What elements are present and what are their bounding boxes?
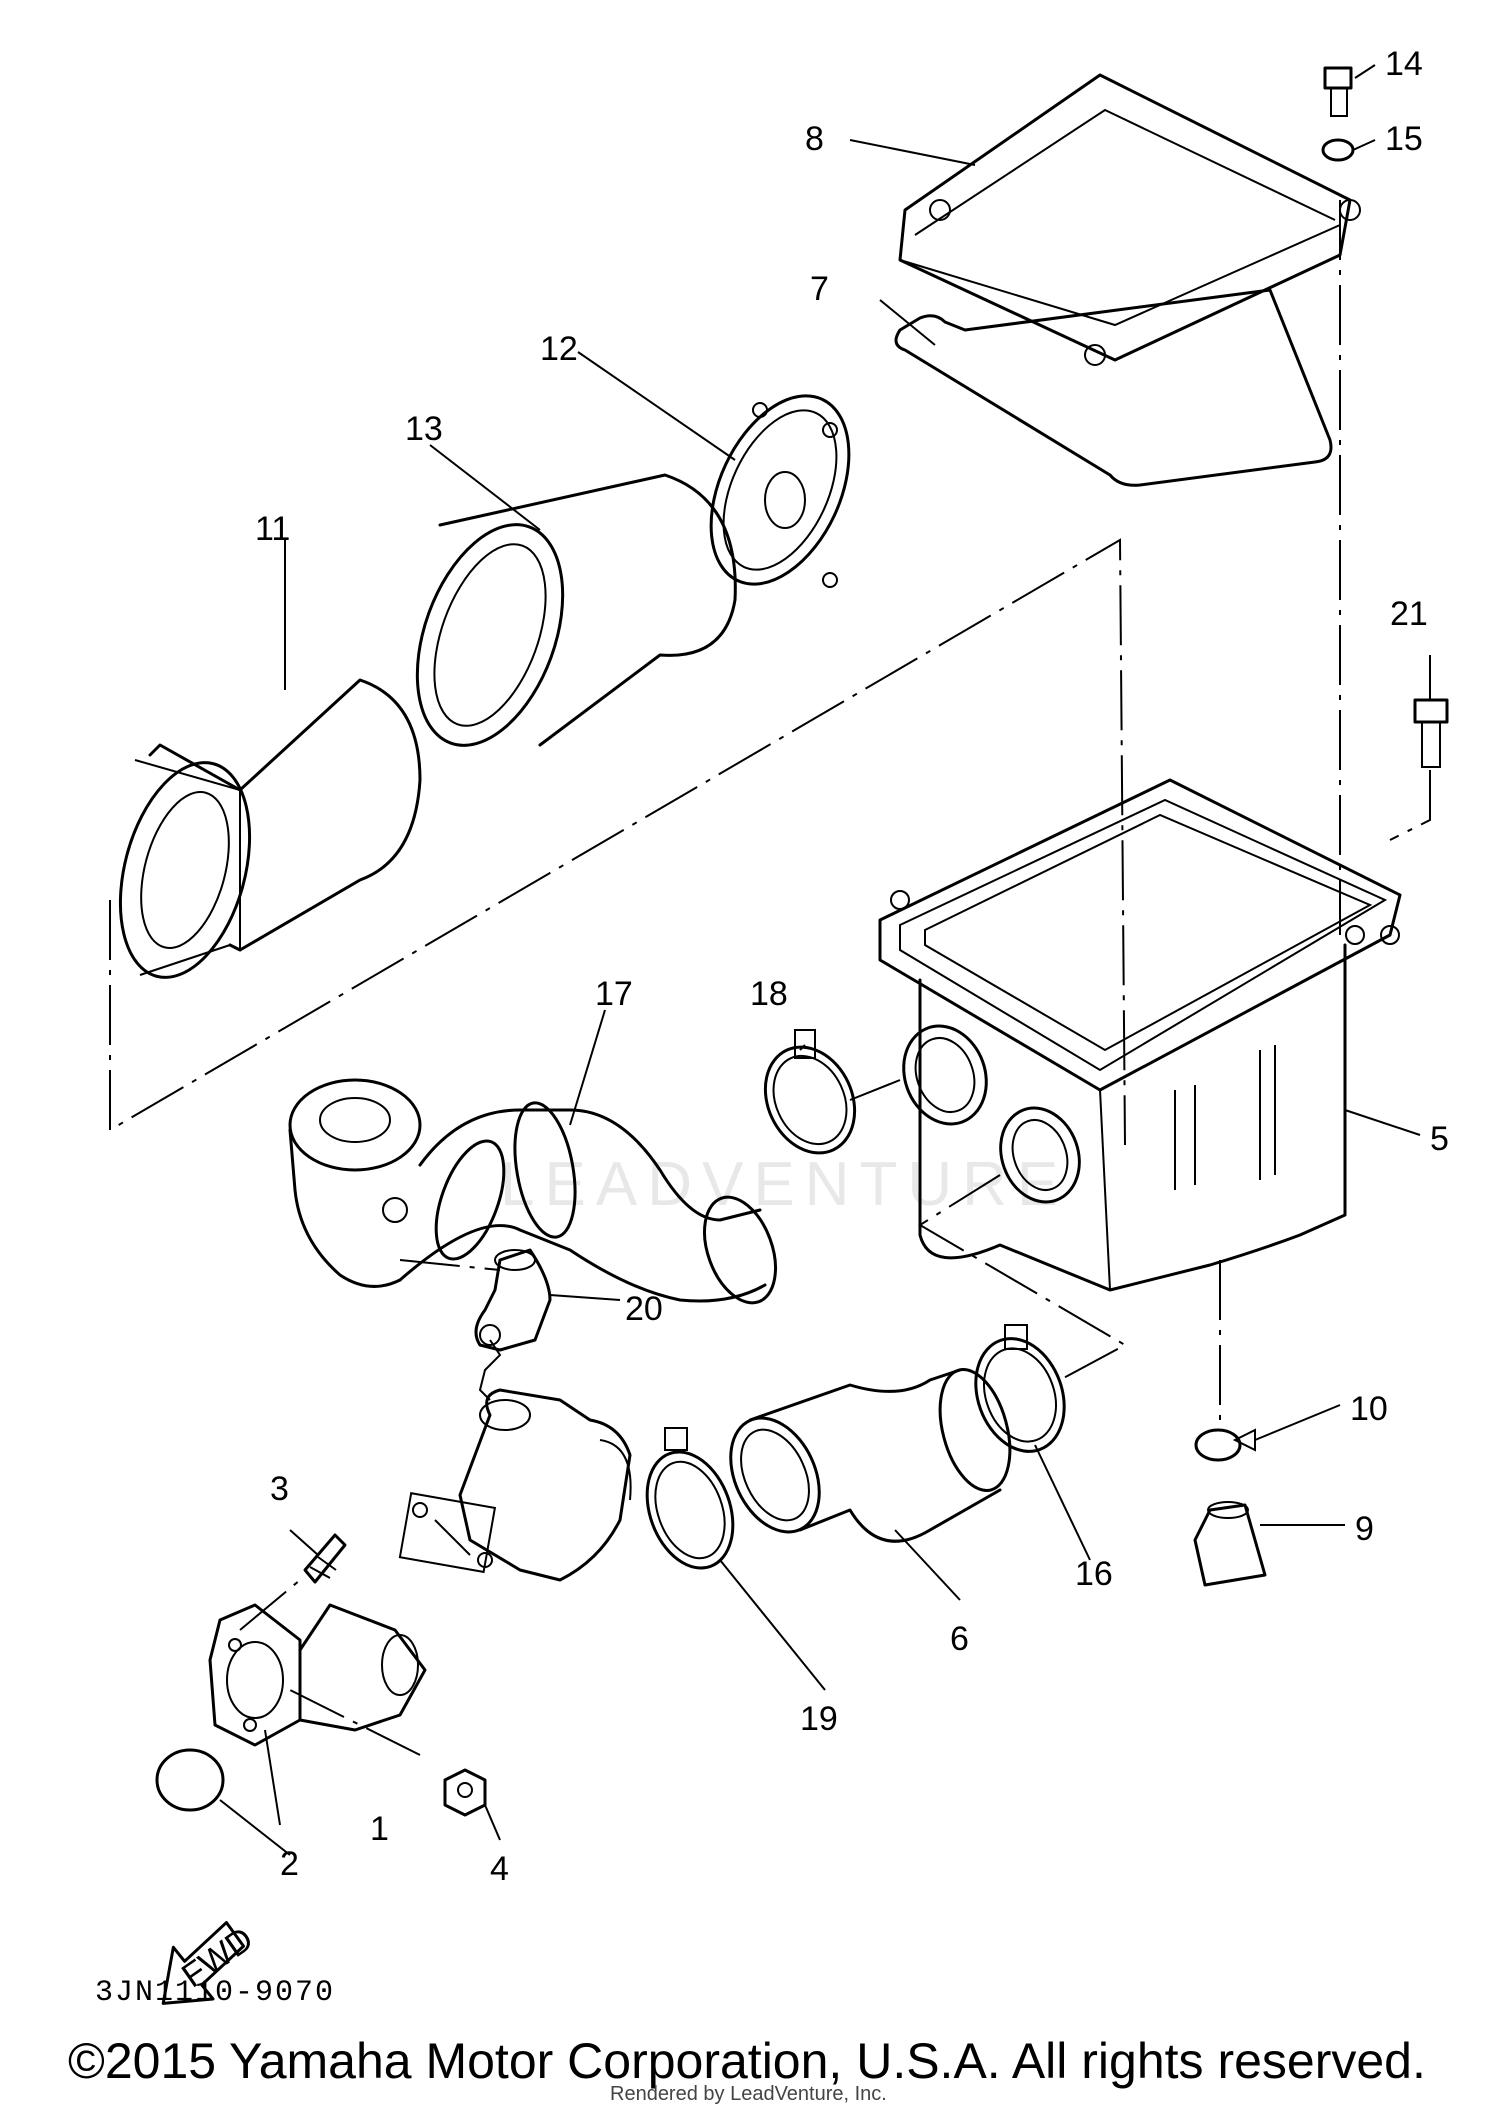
- callout-18: 18: [750, 975, 788, 1013]
- part-11-inner-filter: [118, 678, 422, 979]
- assembly-lines: [109, 200, 1431, 1756]
- part-16-clamp: [974, 1324, 1066, 1453]
- part-13-outer-filter: [415, 473, 737, 747]
- part-20-drain-elbow: [474, 1248, 552, 1352]
- callout-9: 9: [1355, 1510, 1374, 1548]
- callout-11: 11: [255, 510, 290, 548]
- callout-20: 20: [625, 1290, 663, 1328]
- part-18-clamp: [763, 1029, 857, 1155]
- part-15-washer: [1321, 138, 1355, 162]
- callout-17: 17: [595, 975, 633, 1013]
- callout-1: 1: [370, 1810, 389, 1848]
- leader-lines: [219, 64, 1431, 1856]
- callout-14: 14: [1385, 45, 1423, 83]
- callout-12: 12: [540, 330, 578, 368]
- part-21-bolt: [1413, 698, 1449, 768]
- callout-10: 10: [1350, 1390, 1388, 1428]
- callout-19: 19: [800, 1700, 838, 1738]
- callout-3: 3: [270, 1470, 289, 1508]
- callout-4: 4: [490, 1850, 509, 1888]
- callout-2: 2: [280, 1845, 299, 1883]
- watermark-text: LEADVENTURE: [500, 1150, 1068, 1219]
- part-6-joint: [729, 1368, 1012, 1543]
- callout-7: 7: [810, 270, 829, 308]
- part-14-screw: [1323, 66, 1353, 117]
- part-5-air-box: [878, 778, 1402, 1292]
- diagram-code: 3JN1110-9070: [95, 1976, 335, 2010]
- copyright-notice: ©2015 Yamaha Motor Corporation, U.S.A. A…: [68, 2033, 1426, 2089]
- callout-21: 21: [1390, 595, 1428, 633]
- rendered-by-notice: Rendered by LeadVenture, Inc.: [610, 2083, 887, 2105]
- part-3-screw: [303, 1533, 347, 1584]
- carburetor: [398, 1324, 632, 1582]
- part-4-nut: [443, 1768, 487, 1817]
- part-2-o-ring: [155, 1748, 225, 1812]
- callout-8: 8: [805, 120, 824, 158]
- part-19-clamp: [645, 1427, 735, 1570]
- part-9-drain-cap: [1193, 1501, 1267, 1587]
- part-8-cover: [898, 73, 1361, 366]
- callout-13: 13: [405, 410, 443, 448]
- part-17-intake-hose: [288, 1078, 777, 1305]
- callout-6: 6: [950, 1620, 969, 1658]
- part-7-gasket: [894, 288, 1333, 487]
- callout-5: 5: [1430, 1120, 1449, 1158]
- part-1-manifold: [208, 1603, 427, 1747]
- callout-15: 15: [1385, 120, 1423, 158]
- callout-numbers: 1 2 3 4 5 6 7 8 9 10 11 12 13 14 15 16 1…: [255, 45, 1449, 1888]
- callout-16: 16: [1075, 1555, 1113, 1593]
- part-12-end-cap: [709, 394, 851, 588]
- part-10-clamp: [1194, 1428, 1256, 1462]
